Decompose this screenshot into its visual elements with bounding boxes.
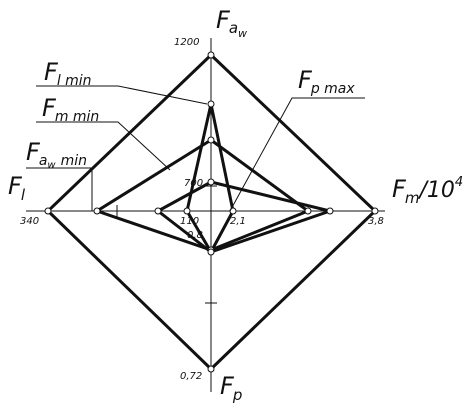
- tick-left-max: 340: [20, 216, 39, 227]
- leader-fl-min: [36, 85, 208, 105]
- vertex-marker: [207, 365, 215, 373]
- leader-label-fm-min: Fm min: [42, 94, 99, 125]
- vertex-marker: [207, 100, 215, 108]
- tick-bottom-max: 0,72: [180, 371, 202, 382]
- leader-fp-max: [229, 97, 365, 212]
- leader-faw-min: [26, 167, 93, 211]
- vertex-marker: [154, 207, 162, 215]
- vertex-marker: [207, 178, 215, 186]
- tick-left-inner: 110: [180, 216, 199, 227]
- vertex-marker: [207, 248, 215, 256]
- leader-lines: [26, 85, 365, 212]
- vertex-markers: [44, 51, 379, 373]
- tick-top-max: 1200: [174, 37, 199, 48]
- leader-fm-min: [36, 121, 171, 171]
- tick-right-max: 3,8: [368, 216, 384, 227]
- tick-bottom-inner: 0,8: [187, 230, 203, 241]
- axis-label-bottom: Fp: [220, 372, 242, 404]
- vertex-marker: [326, 207, 334, 215]
- vertex-marker: [207, 136, 215, 144]
- vertex-marker: [183, 207, 191, 215]
- axis-label-top: Faw: [216, 6, 247, 40]
- axis-label-left: Fl: [8, 172, 26, 204]
- vertex-marker: [207, 51, 215, 59]
- vertex-marker: [371, 207, 379, 215]
- leader-label-fl-min: Fl min: [44, 58, 92, 89]
- vertex-marker: [93, 207, 101, 215]
- vertex-marker: [44, 207, 52, 215]
- tick-right-inner: 2,1: [230, 216, 246, 227]
- vertex-marker: [304, 207, 312, 215]
- leader-label-fp-max: Fp max: [298, 66, 355, 97]
- axis-label-right: Fm/104: [392, 175, 463, 207]
- tick-top-inner: 700: [184, 178, 203, 189]
